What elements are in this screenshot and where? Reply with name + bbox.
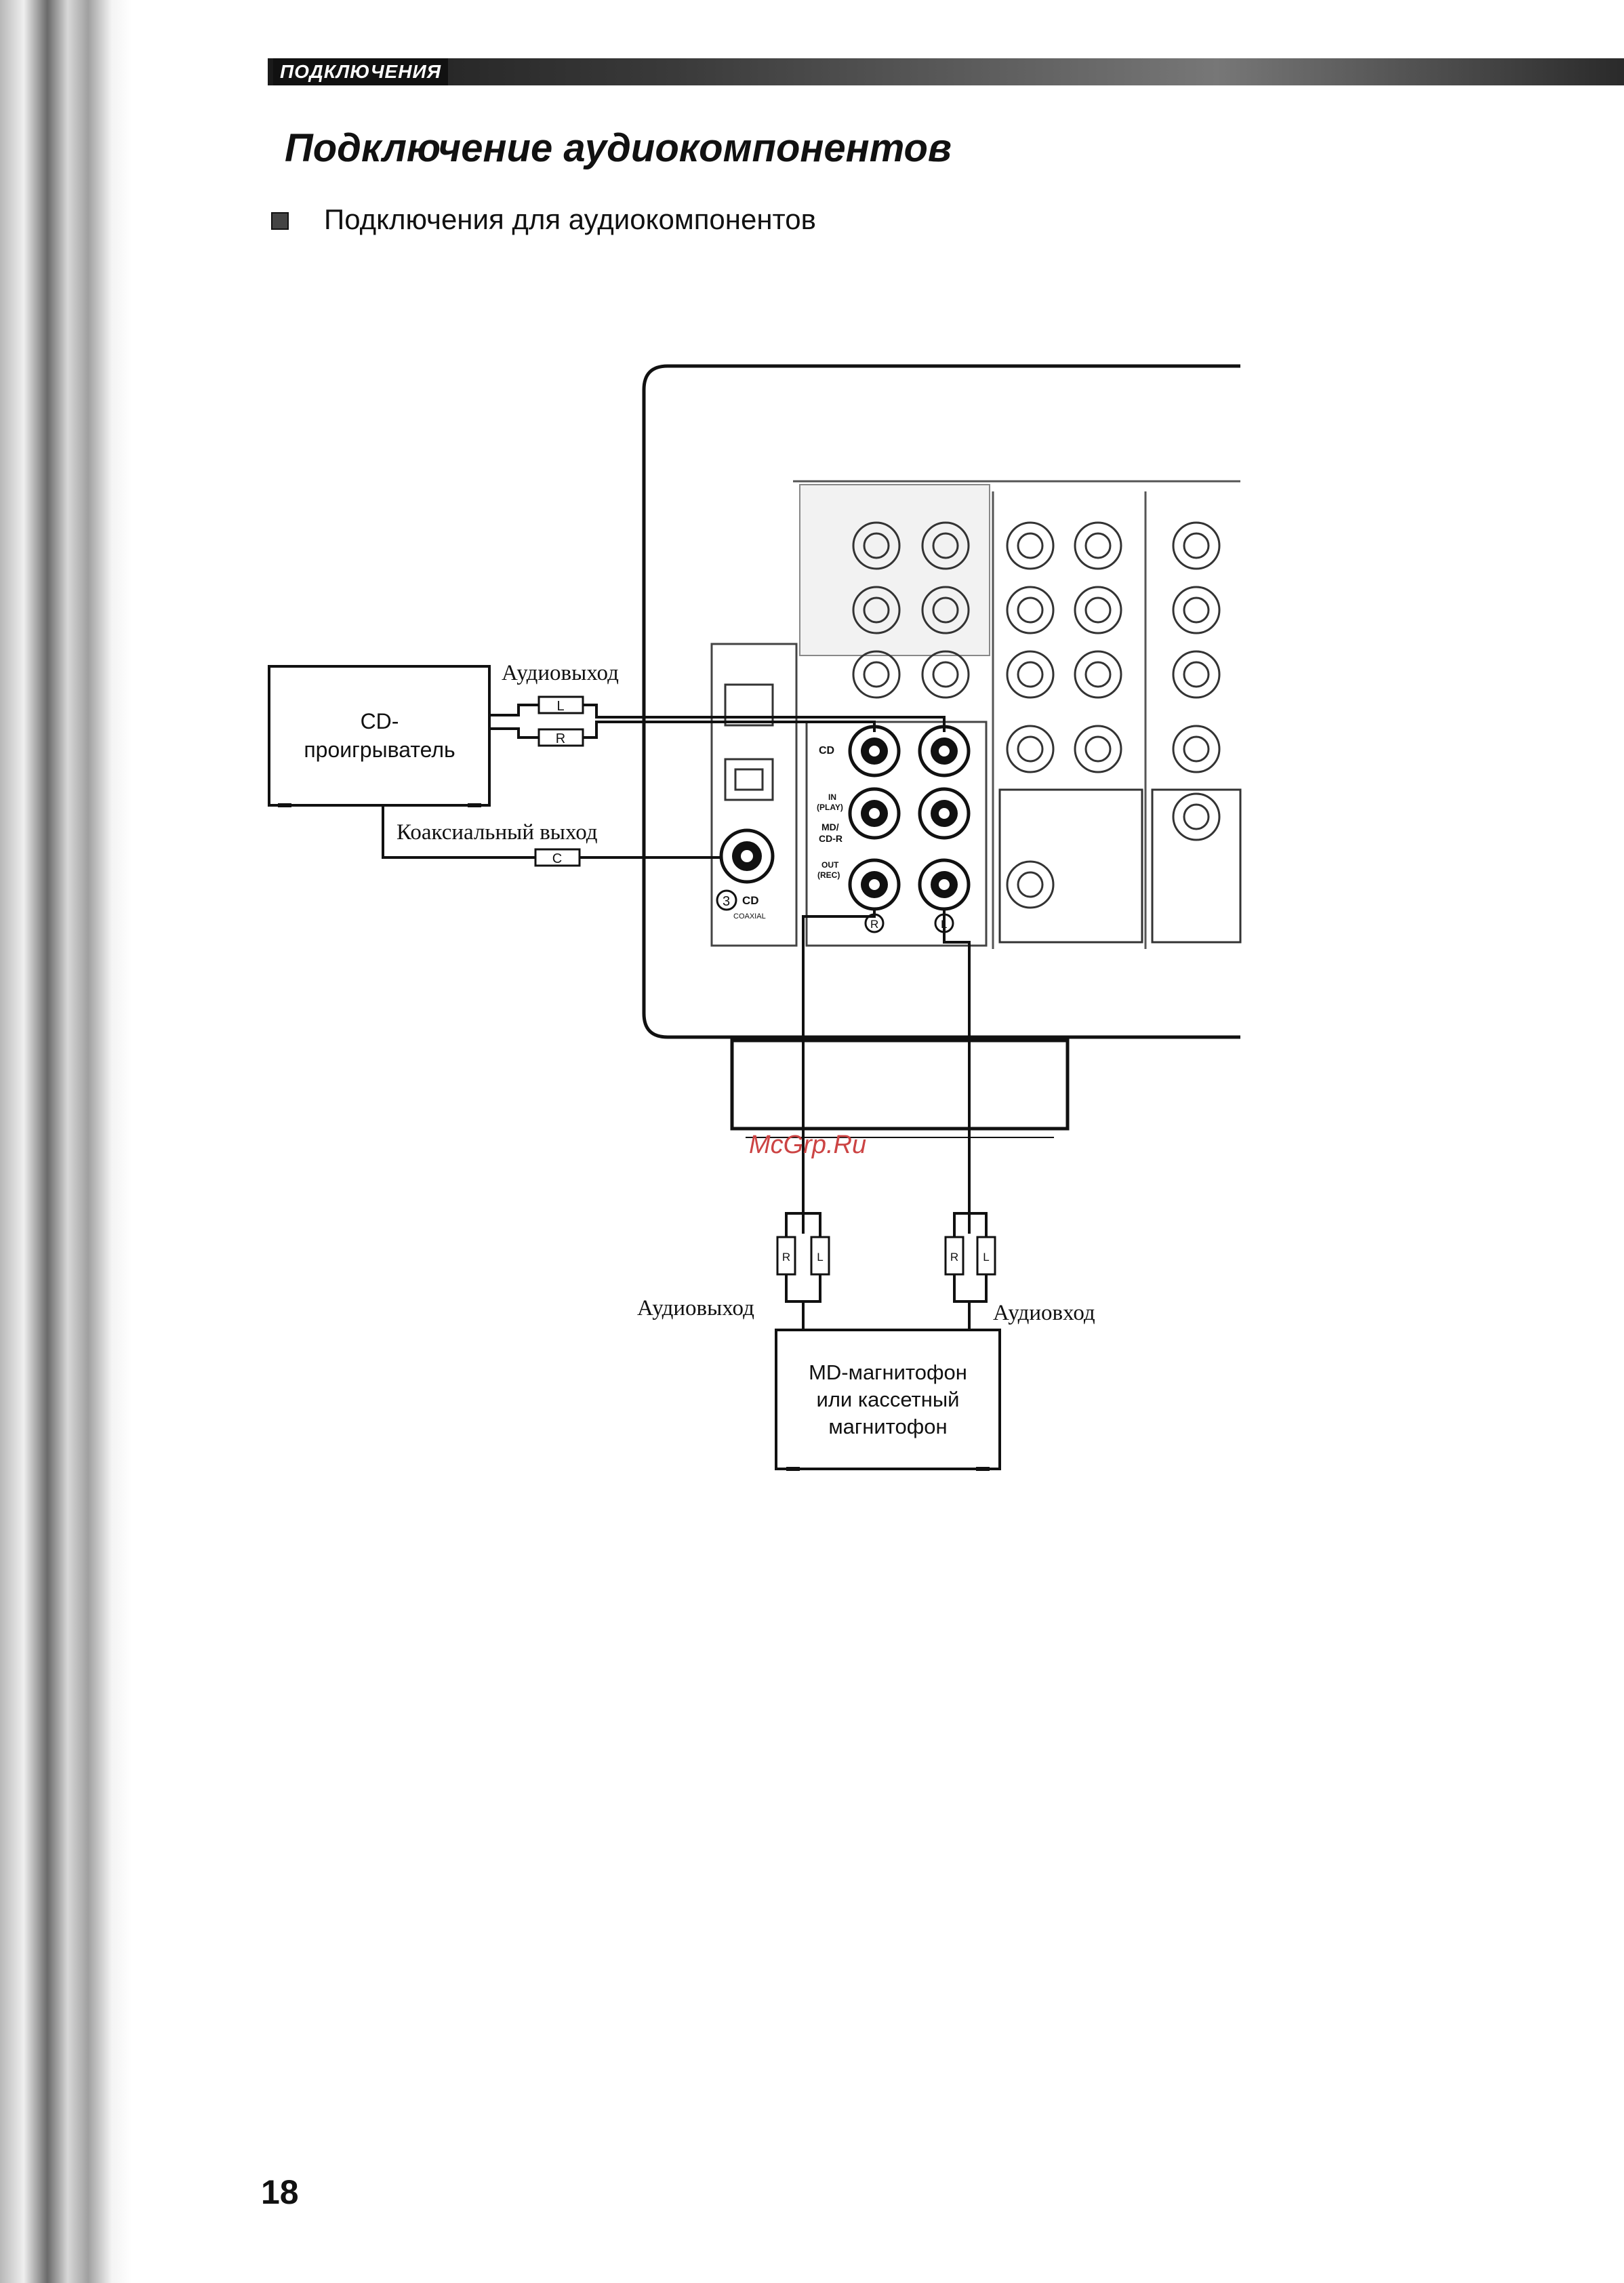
panel-md-name2-label: CD-R bbox=[819, 833, 843, 844]
cd-audio-out-label: Аудиовыход bbox=[502, 661, 619, 685]
cd-plug-right-letter: R bbox=[556, 731, 565, 746]
panel-cd-label: CD bbox=[819, 745, 834, 756]
md-in-plug-left-letter: L bbox=[983, 1251, 989, 1264]
panel-md-play-label: (PLAY) bbox=[817, 803, 843, 812]
cd-plug-left-letter: L bbox=[556, 699, 564, 714]
panel-md-name1-label: MD/ bbox=[821, 822, 839, 832]
md-out-plug-left-letter: L bbox=[817, 1251, 823, 1264]
coaxial-plug-letter: C bbox=[552, 851, 562, 866]
panel-coax-cd-label: CD bbox=[742, 894, 759, 907]
panel-coax-word: COAXIAL bbox=[733, 912, 766, 921]
coaxial-out-label: Коаксиальный выход bbox=[397, 820, 598, 845]
panel-coax-number: 3 bbox=[723, 894, 730, 909]
md-recorder-device: MD-магнитофон или кассетный магнитофон bbox=[776, 1330, 1000, 1469]
md-audio-out-label: Аудиовыход bbox=[637, 1296, 754, 1320]
md-recorder-label-line3: магнитофон bbox=[828, 1415, 947, 1438]
panel-md-out-label: OUT bbox=[821, 860, 839, 870]
md-plugs: R L R L bbox=[777, 1237, 995, 1274]
panel-labels: CD IN (PLAY) MD/ CD-R OUT (REC) 3 CD COA… bbox=[717, 745, 953, 932]
md-out-plug-right-letter: R bbox=[782, 1251, 790, 1264]
cd-player-label-line2: проигрыватель bbox=[304, 738, 455, 762]
md-recorder-label-line2: или кассетный bbox=[817, 1388, 960, 1411]
cd-player-label-line1: CD- bbox=[361, 709, 399, 733]
panel-md-rec-label: (REC) bbox=[817, 870, 840, 880]
cd-player-device: CD- проигрыватель bbox=[269, 666, 489, 805]
panel-right-channel-mark: R bbox=[870, 918, 878, 931]
receiver-rear-panel bbox=[644, 366, 1240, 1137]
md-in-plug-right-letter: R bbox=[950, 1251, 958, 1264]
panel-md-in-label: IN bbox=[828, 792, 836, 802]
watermark-text: McGrp.Ru bbox=[749, 1131, 866, 1160]
md-audio-in-label: Аудиовход bbox=[993, 1301, 1095, 1325]
page-number: 18 bbox=[261, 2173, 299, 2212]
md-recorder-label-line1: MD-магнитофон bbox=[809, 1360, 967, 1384]
